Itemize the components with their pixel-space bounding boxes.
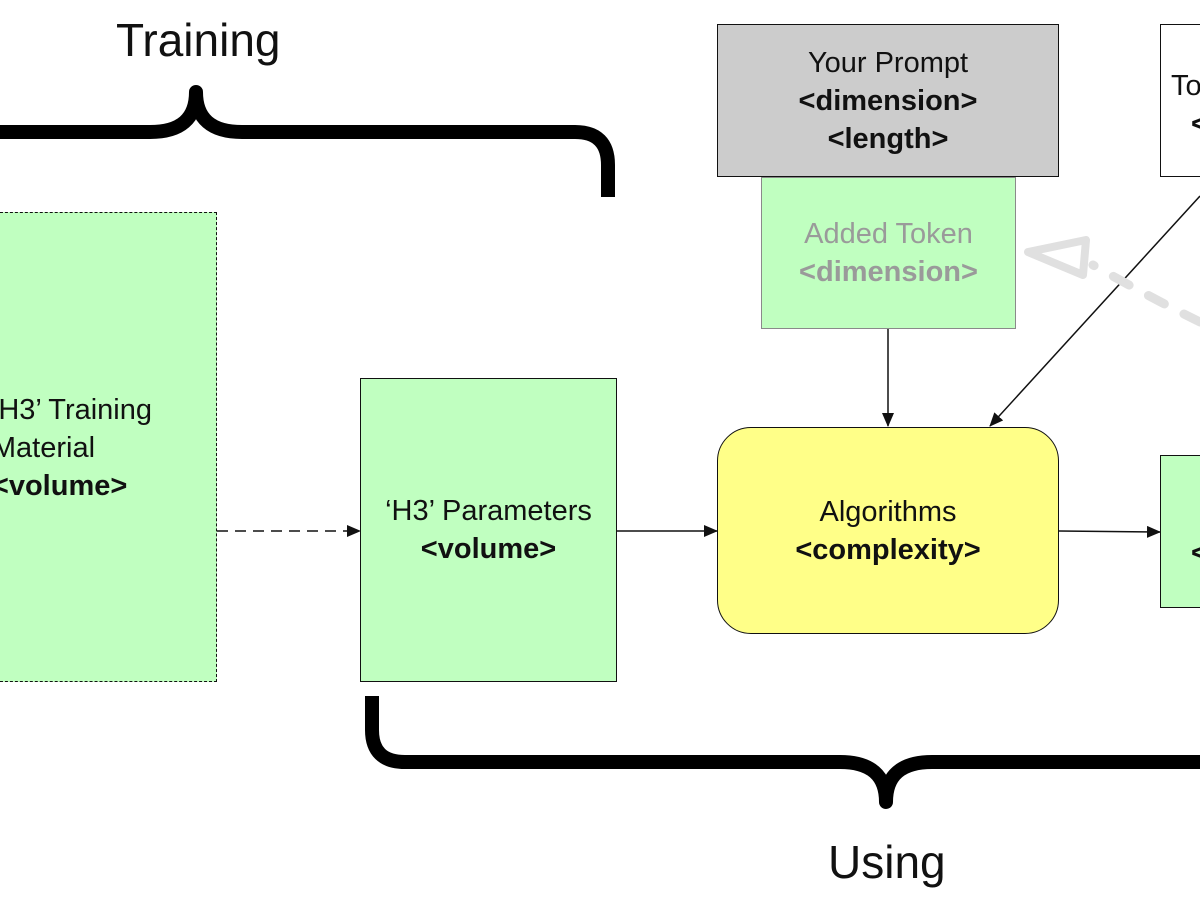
training-material-line1: ‘H3’ Training xyxy=(0,394,152,426)
algorithms-title: Algorithms xyxy=(819,495,957,528)
using-brace xyxy=(365,696,1200,809)
faded-feedback-arrow xyxy=(1088,260,1200,327)
parameters-volume: <volume> xyxy=(420,533,557,565)
added-token-dimension: <dimension> xyxy=(799,256,978,288)
your-prompt-dimension: <dimension> xyxy=(798,84,978,117)
training-material-line2: Material xyxy=(0,432,96,464)
tokens-box-line2: < xyxy=(1191,105,1200,143)
training-caption: Training xyxy=(116,14,281,66)
algorithms-complexity: <complexity> xyxy=(795,533,981,566)
output-box-line2: < xyxy=(1191,534,1200,572)
training-material-box: ‘H3’ Training Material <volume> xyxy=(0,212,217,682)
output-box: < xyxy=(1160,455,1200,608)
parameters-box: ‘H3’ Parameters <volume> xyxy=(360,378,617,682)
tokens-box-line1: To xyxy=(1171,70,1200,102)
using-caption: Using xyxy=(828,836,946,888)
parameters-title: ‘H3’ Parameters xyxy=(385,495,592,527)
arrow-algorithms-to-output xyxy=(1058,525,1161,538)
added-token-title: Added Token xyxy=(804,218,973,250)
faded-feedback-arrowhead xyxy=(1024,236,1090,279)
training-material-text: ‘H3’ Training Material <volume> xyxy=(0,391,152,505)
tokens-box: To < xyxy=(1160,24,1200,177)
training-brace xyxy=(0,85,615,197)
added-token-box: Added Token <dimension> xyxy=(761,177,1016,329)
your-prompt-length: <length> xyxy=(827,122,949,155)
your-prompt-title: Your Prompt xyxy=(807,46,969,79)
your-prompt-box: Your Prompt <dimension> <length> xyxy=(717,24,1059,177)
training-material-line3: <volume> xyxy=(0,470,128,502)
algorithms-box: Algorithms <complexity> xyxy=(717,427,1059,634)
arrow-tokens-to-algorithms xyxy=(989,195,1200,427)
